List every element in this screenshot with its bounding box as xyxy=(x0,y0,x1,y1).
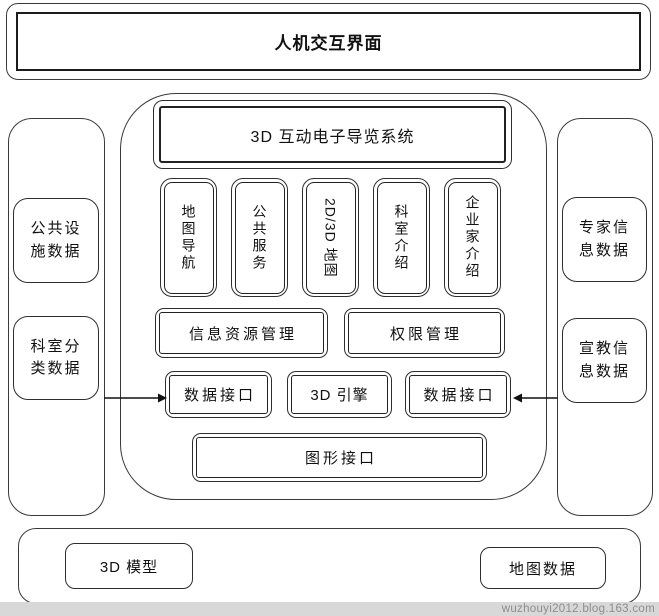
map-data-label: 地图数据 xyxy=(508,560,577,578)
module-2d3d-map: 2D/3D 地图 xyxy=(302,178,359,297)
model-3d-label: 3D 模型 xyxy=(99,558,159,576)
hmi-banner-outer: 人机交互界面 xyxy=(6,3,651,80)
graphics-interface-box: 图形接口 xyxy=(192,433,487,482)
hmi-banner-title: 人机交互界面 xyxy=(274,34,383,53)
module-2d3d-map-label: 2D/3D 地图 xyxy=(322,197,339,278)
graphics-interface-label: 图形接口 xyxy=(304,450,377,467)
arrow-right-to-data-interface xyxy=(513,393,558,403)
model-3d-box: 3D 模型 xyxy=(65,543,193,589)
module-entrepreneur-intro-label: 企业家介绍 xyxy=(464,195,481,280)
hmi-banner-inner: 人机交互界面 xyxy=(16,12,641,71)
education-info-data-box: 宣教信息数据 xyxy=(562,318,647,403)
data-interface-left-label: 数据接口 xyxy=(183,387,256,404)
data-interface-right-label: 数据接口 xyxy=(423,387,496,404)
watermark-text: wuzhouyi2012.blog.163.com xyxy=(501,603,655,615)
right-data-column xyxy=(557,118,653,516)
engine-3d-label: 3D 引擎 xyxy=(310,387,369,404)
permission-mgmt-box: 权限管理 xyxy=(344,308,505,358)
module-entrepreneur-intro: 企业家介绍 xyxy=(444,178,501,297)
expert-info-data-box: 专家信息数据 xyxy=(562,197,647,282)
map-data-box: 地图数据 xyxy=(480,547,606,589)
permission-mgmt-label: 权限管理 xyxy=(389,325,462,343)
module-map-navigation: 地图导航 xyxy=(160,178,217,297)
system-title-box: 3D 互动电子导览系统 xyxy=(153,100,512,169)
engine-3d-box: 3D 引擎 xyxy=(287,371,392,418)
module-public-service: 公共服务 xyxy=(231,178,288,297)
info-resource-mgmt-box: 信息资源管理 xyxy=(155,308,328,358)
public-facility-data-label: 公共设施数据 xyxy=(30,220,82,260)
education-info-data-label: 宣教信息数据 xyxy=(578,340,630,380)
system-title: 3D 互动电子导览系统 xyxy=(250,128,415,146)
department-category-data-box: 科室分类数据 xyxy=(13,316,99,400)
watermark-strip: wuzhouyi2012.blog.163.com xyxy=(0,602,659,616)
expert-info-data-label: 专家信息数据 xyxy=(578,219,630,259)
module-public-service-label: 公共服务 xyxy=(251,203,268,272)
module-department-intro-label: 科室介绍 xyxy=(393,203,410,272)
module-department-intro: 科室介绍 xyxy=(373,178,430,297)
public-facility-data-box: 公共设施数据 xyxy=(13,198,99,283)
department-category-data-label: 科室分类数据 xyxy=(30,337,82,378)
data-interface-right-box: 数据接口 xyxy=(405,371,511,418)
arrow-left-to-data-interface xyxy=(104,393,167,403)
data-interface-left-box: 数据接口 xyxy=(165,371,272,418)
module-map-navigation-label: 地图导航 xyxy=(180,203,197,272)
info-resource-mgmt-label: 信息资源管理 xyxy=(188,325,297,343)
